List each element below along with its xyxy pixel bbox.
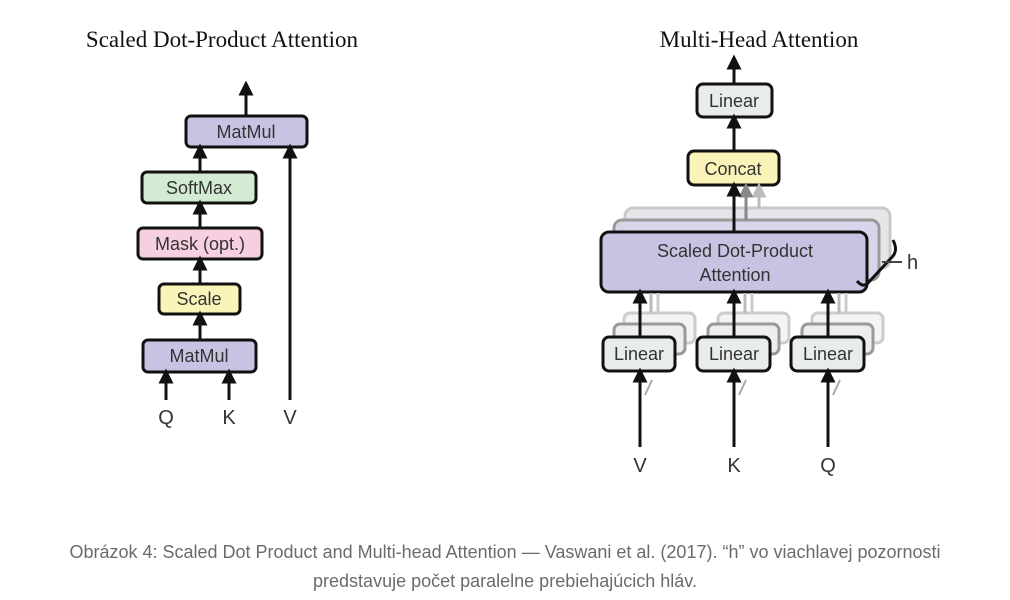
softmax-box: SoftMax <box>140 170 258 205</box>
scaled-dot-product-attention-box: Scaled Dot-Product Attention <box>599 230 869 294</box>
linear-q-box: Linear <box>789 335 866 373</box>
scale-label: Scale <box>176 289 221 309</box>
attention-label-line1: Scaled Dot-Product <box>657 241 813 261</box>
input-k: K <box>222 407 236 429</box>
attention-label-line2: Attention <box>699 265 770 285</box>
caption-line-2: predstavuje počet paralelne prebiehajúci… <box>313 571 697 591</box>
mask-box: Mask (opt.) <box>136 226 264 261</box>
mha-input-k: K <box>727 455 741 477</box>
q-ghost-input <box>832 379 841 396</box>
matmul-bottom-label: MatMul <box>169 346 228 366</box>
matmul-top-box: MatMul <box>184 114 309 149</box>
matmul-bottom-box: MatMul <box>141 338 258 374</box>
input-v: V <box>283 407 297 429</box>
linear-k-label: Linear <box>709 344 759 364</box>
linear-v-box: Linear <box>601 335 677 373</box>
linear-k-box: Linear <box>695 335 772 373</box>
figure-caption: Obrázok 4: Scaled Dot Product and Multi-… <box>0 538 1010 596</box>
heads-label: h <box>907 252 918 274</box>
mha-input-v: V <box>633 455 647 477</box>
linear-q-label: Linear <box>803 344 853 364</box>
scale-box: Scale <box>157 282 242 316</box>
right-diagram-title: Multi-Head Attention <box>660 27 859 52</box>
k-ghost-input <box>738 379 747 396</box>
mha-input-q: Q <box>820 455 836 477</box>
mask-label: Mask (opt.) <box>155 234 245 254</box>
scaled-dot-product-diagram: Scaled Dot-Product Attention MatMul Soft… <box>86 27 359 429</box>
multi-head-diagram: Multi-Head Attention Linear Concat Scale… <box>599 27 918 477</box>
v-ghost-input <box>644 379 653 396</box>
linear-v-label: Linear <box>614 344 664 364</box>
matmul-top-label: MatMul <box>216 122 275 142</box>
left-diagram-title: Scaled Dot-Product Attention <box>86 27 359 52</box>
input-q: Q <box>158 407 174 429</box>
concat-box: Concat <box>686 149 781 187</box>
linear-top-label: Linear <box>709 91 759 111</box>
heads-bracket <box>855 239 897 287</box>
concat-label: Concat <box>704 159 761 179</box>
caption-line-1: Obrázok 4: Scaled Dot Product and Multi-… <box>69 542 941 562</box>
softmax-label: SoftMax <box>166 178 232 198</box>
linear-top-box: Linear <box>695 82 774 119</box>
